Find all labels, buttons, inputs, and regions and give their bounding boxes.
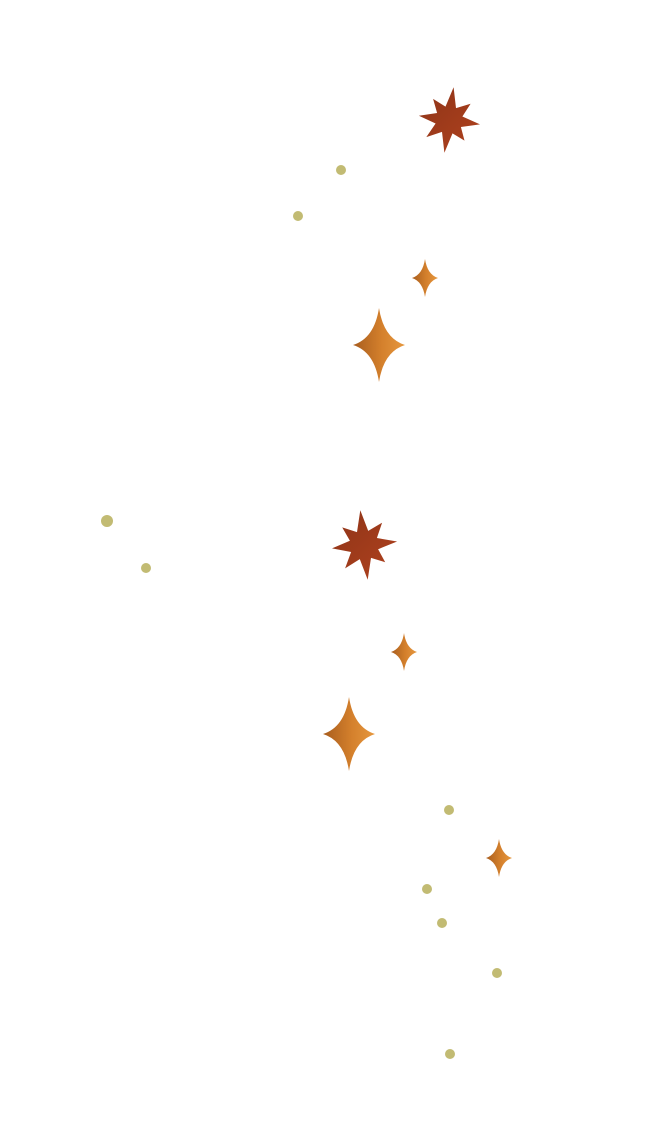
ornament-layer	[101, 87, 512, 1059]
dot	[422, 884, 432, 894]
dot	[101, 515, 113, 527]
burst-star-middle-icon	[332, 510, 398, 580]
sparkle-large-icon	[353, 308, 405, 382]
dot	[336, 165, 346, 175]
dot	[437, 918, 447, 928]
sparkle-small-icon	[391, 633, 417, 671]
dot	[444, 805, 454, 815]
sparkle-small-icon	[486, 839, 512, 877]
sparkle-small-icon	[412, 259, 438, 297]
burst-star-top-icon	[418, 87, 480, 153]
dot	[445, 1049, 455, 1059]
dot	[293, 211, 303, 221]
dot	[492, 968, 502, 978]
dot	[141, 563, 151, 573]
sparkle-large-icon	[323, 697, 375, 771]
